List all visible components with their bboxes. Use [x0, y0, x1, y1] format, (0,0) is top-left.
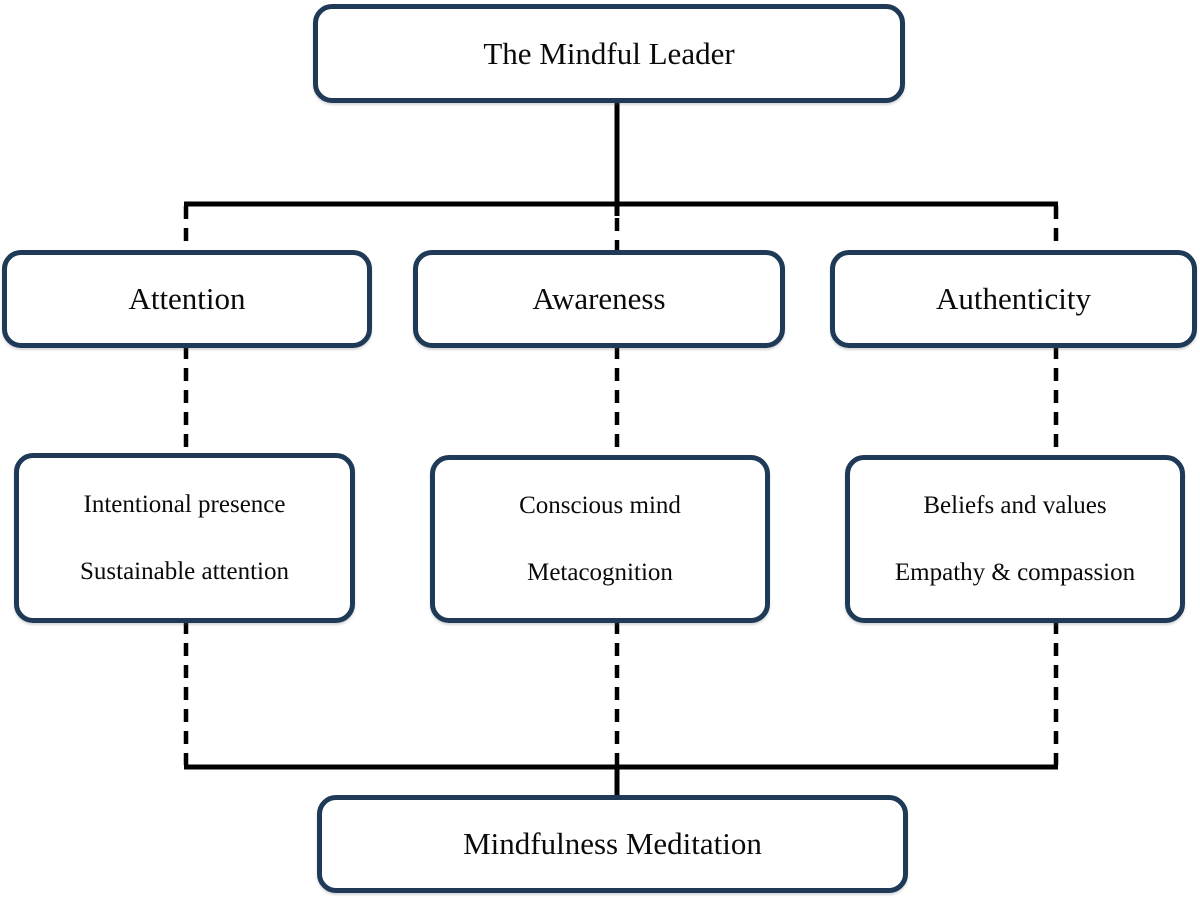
node-the-mindful-leader-label: The Mindful Leader — [483, 35, 735, 71]
detail-beliefs-and-values: Beliefs and values — [923, 491, 1107, 519]
node-the-mindful-leader: The Mindful Leader — [313, 4, 905, 103]
node-awareness: Awareness — [413, 250, 785, 348]
detail-conscious-mind: Conscious mind — [519, 491, 681, 519]
detail-empathy-compassion: Empathy & compassion — [894, 559, 1136, 586]
node-attention-details: Intentional presence Sustainable attenti… — [14, 453, 355, 623]
node-mindfulness-meditation: Mindfulness Meditation — [317, 795, 908, 893]
node-awareness-label: Awareness — [532, 281, 666, 317]
node-attention: Attention — [2, 250, 372, 348]
detail-intentional-presence: Intentional presence — [83, 490, 286, 518]
detail-metacognition: Metacognition — [527, 559, 673, 586]
detail-sustainable-attention: Sustainable attention — [80, 558, 289, 585]
node-mindfulness-meditation-label: Mindfulness Meditation — [463, 826, 762, 862]
node-attention-label: Attention — [128, 281, 246, 317]
node-authenticity: Authenticity — [830, 250, 1197, 348]
node-authenticity-label: Authenticity — [936, 281, 1091, 317]
node-awareness-details: Conscious mind Metacognition — [430, 455, 770, 623]
node-authenticity-details: Beliefs and values Empathy & compassion — [845, 455, 1185, 623]
